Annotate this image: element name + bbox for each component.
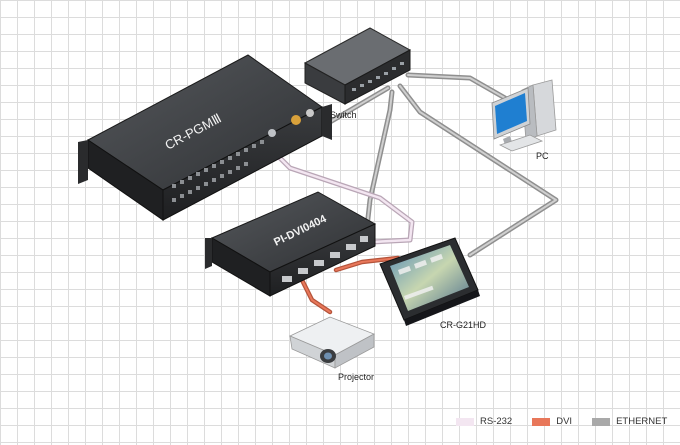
legend-item-dvi: DVI xyxy=(532,416,572,427)
legend-item-ethernet: ETHERNET xyxy=(592,416,667,427)
legend-swatch-ethernet xyxy=(592,417,611,426)
cr-g21hd-label: CR-G21HD xyxy=(440,320,487,330)
legend-swatch-rs232 xyxy=(456,417,474,426)
ethernet-cable-pc xyxy=(405,72,508,101)
dvi-cable-projector xyxy=(299,277,333,315)
legend-label-ethernet: ETHERNET xyxy=(616,416,668,427)
cr-pgm-device: CR-PGMⅢ xyxy=(78,54,332,221)
projector-device xyxy=(289,316,375,369)
pc-device xyxy=(491,79,557,152)
pi-dvi-device: PI-DVI0404 xyxy=(205,191,377,297)
legend-label-rs232: RS-232 xyxy=(480,416,513,427)
legend-item-rs232: RS-232 xyxy=(456,416,512,427)
network-switch-device xyxy=(303,27,412,105)
pc-label: PC xyxy=(536,151,549,161)
legend-swatch-dvi xyxy=(532,417,551,426)
legend-label-dvi: DVI xyxy=(556,416,573,427)
switch-label: Switch xyxy=(330,110,357,120)
legend: RS-232 DVI ETHERNET xyxy=(456,416,667,427)
projector-label: Projector xyxy=(338,372,375,382)
cr-g21hd-device xyxy=(379,237,480,326)
dvi-cables xyxy=(299,255,401,315)
rs232-cable xyxy=(267,145,415,245)
